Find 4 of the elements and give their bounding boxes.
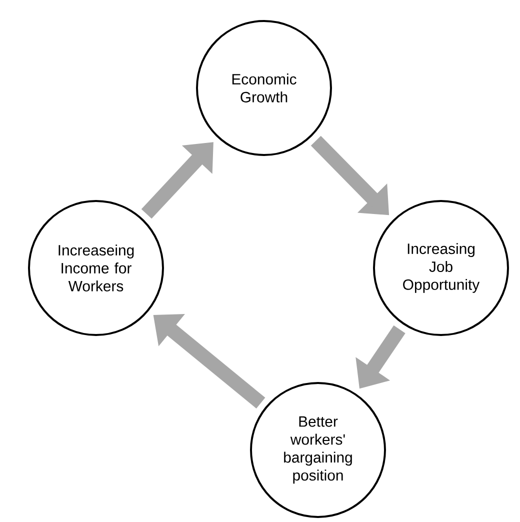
circle-node: Increasing Job Opportunity: [373, 200, 509, 336]
circle-node: Economic Growth: [196, 20, 332, 156]
circle-node: Better workers' bargaining position: [250, 382, 386, 518]
circle-node: Increaseing Income for Workers: [28, 200, 164, 336]
